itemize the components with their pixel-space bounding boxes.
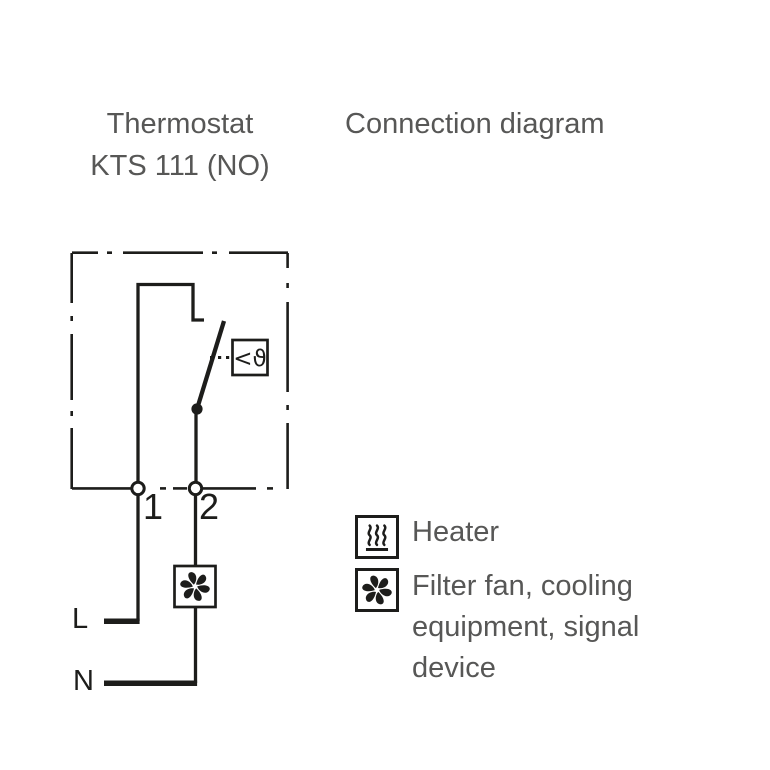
legend-item-fan-label: Filter fan, cooling equipment, signal de… — [412, 570, 640, 684]
thermostat-symbol-label: <ϑ — [233, 346, 267, 372]
heater-icon — [364, 524, 390, 551]
neutral-label: N — [73, 665, 94, 697]
wire-terminal1-to-fixed-contact — [136, 282, 204, 483]
legend-icons — [355, 515, 399, 612]
load-device-box — [173, 564, 217, 609]
terminal-1-label: 1 — [143, 486, 164, 527]
enclosure-boundary — [70, 251, 289, 490]
product-title: Thermostat KTS 111 (NO) — [55, 103, 305, 187]
page-title: Connection diagram — [345, 108, 605, 140]
product-title-line1: Thermostat — [106, 108, 254, 140]
live-label: L — [72, 603, 89, 635]
switch-lever — [194, 320, 227, 410]
legend-item-heater-label: Heater — [412, 516, 500, 548]
external-wiring — [104, 495, 217, 687]
terminal-1-circle — [130, 480, 146, 497]
thermostat-sensor-box — [231, 338, 269, 377]
fan-icon-box — [355, 568, 399, 612]
thermostat-switch-circuit: <ϑ — [136, 282, 269, 483]
product-title-line2: KTS 111 (NO) — [90, 150, 270, 182]
terminal-2-label: 2 — [199, 486, 220, 527]
switch-pivot-dot — [191, 403, 203, 415]
terminal-2-circle — [187, 480, 204, 497]
